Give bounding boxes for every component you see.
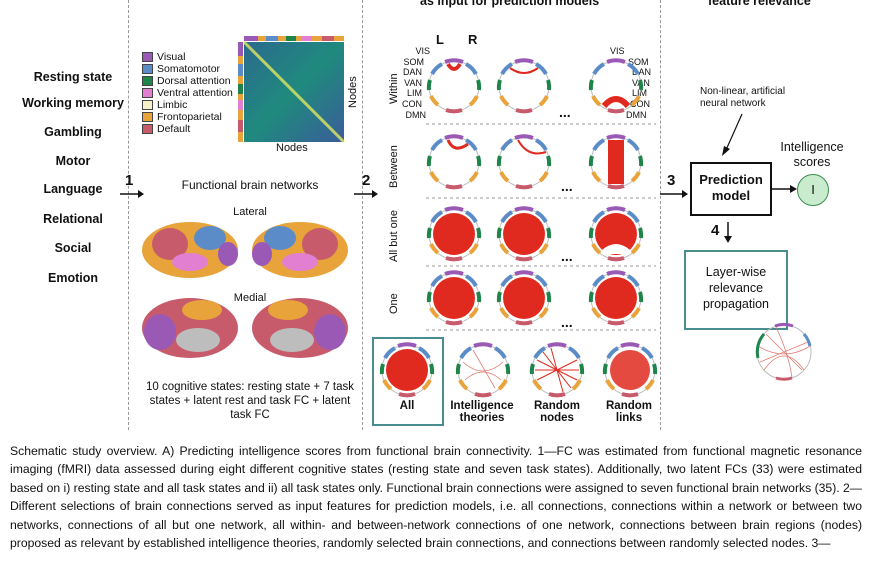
legend-dorsal-attention: Dorsal attention [142, 75, 231, 87]
right-hemisphere-label: R [468, 32, 478, 47]
step-3-label: 3 [667, 172, 676, 189]
bottom-selection-circles [379, 342, 658, 398]
step-1-label: 1 [125, 172, 134, 189]
brain-lateral-right [252, 222, 348, 278]
ellipsis-within: ... [559, 104, 571, 120]
row-label-one: One [388, 293, 400, 314]
swatch-icon [142, 76, 153, 86]
circle-allbutone-1 [426, 206, 482, 262]
circle-between-2 [496, 134, 552, 190]
legend-frontoparietal: Frontoparietal [142, 111, 222, 123]
circle-all [379, 342, 435, 398]
legend-ventral-attention: Ventral attention [142, 87, 233, 99]
circle-one-2 [496, 270, 552, 326]
ellipsis-one: ... [561, 314, 573, 330]
step-4-label: 4 [711, 222, 720, 239]
all-selection-box [372, 337, 444, 426]
step-4-arrow [724, 222, 732, 243]
lateral-label: Lateral [233, 206, 267, 218]
model-note-arrow [722, 113, 743, 156]
study-overview-figure: as input for prediction models feature r… [22, 0, 844, 430]
label-intelligence-theories: Intelligence theories [450, 400, 514, 424]
label-all: All [399, 400, 415, 412]
state-emotion: Emotion [48, 271, 98, 285]
circle-within-1 [426, 58, 482, 114]
divider-2 [362, 0, 363, 430]
divider-1 [128, 0, 129, 430]
legend-visual: Visual [142, 51, 185, 63]
swatch-icon [142, 88, 153, 98]
state-social: Social [54, 241, 92, 255]
swatch-icon [142, 64, 153, 74]
swatch-icon [142, 100, 153, 110]
figure-caption: Schematic study overview. A) Predicting … [10, 444, 862, 551]
state-gambling: Gambling [44, 125, 102, 139]
circle-one-n [588, 270, 644, 326]
state-motor: Motor [55, 154, 91, 168]
state-language: Language [43, 182, 103, 196]
prediction-model-label: Prediction model [699, 172, 763, 203]
ellipsis-between: ... [561, 178, 573, 194]
state-resting: Resting state [33, 70, 113, 84]
legend-limbic: Limbic [142, 99, 187, 111]
states-note: 10 cognitive states: resting state + 7 t… [145, 381, 355, 421]
step-1-arrow [120, 190, 144, 198]
brain-surfaces [142, 222, 348, 358]
label-random-nodes: Random nodes [534, 400, 580, 424]
circle-intelligence-theories [455, 342, 511, 398]
header-feature-relevance: feature relevance [708, 0, 811, 8]
circle-allbutone-n [588, 206, 644, 262]
brain-medial-right [252, 298, 348, 358]
circle-allbutone-2 [496, 206, 552, 262]
intelligence-scores-label: Intelligence scores [780, 140, 844, 169]
row-label-between: Between [388, 145, 400, 188]
ellipsis-allbutone: ... [561, 248, 573, 264]
step-2-arrow [354, 190, 378, 198]
matrix-y-label: Nodes [347, 76, 359, 108]
intelligence-score-node: I [797, 174, 829, 206]
brain-lateral-left [142, 222, 238, 278]
medial-label: Medial [233, 292, 267, 304]
state-relational: Relational [43, 212, 103, 226]
circle-one-1 [426, 270, 482, 326]
swatch-icon [142, 124, 153, 134]
circle-random-links [602, 342, 658, 398]
lrp-label: Layer-wise relevance propagation [702, 265, 770, 311]
functional-networks-title: Functional brain networks [181, 178, 319, 192]
model-note: Non-linear, artificial neural network [700, 86, 786, 109]
connectivity-matrix [238, 36, 346, 142]
circle-within-n [588, 58, 644, 114]
left-hemisphere-label: L [436, 32, 444, 47]
matrix-x-label: Nodes [276, 142, 308, 154]
legend-default: Default [142, 123, 190, 135]
swatch-icon [142, 112, 153, 122]
relevance-circle [755, 323, 812, 381]
brain-medial-left [142, 298, 238, 358]
model-to-score-arrow [770, 185, 797, 193]
lrp-box: Layer-wise relevance propagation [684, 250, 788, 330]
divider-3 [660, 0, 661, 430]
row-label-all-but-one: All but one [388, 210, 400, 262]
header-input-selection: as input for prediction models [420, 0, 600, 8]
state-working-memory: Working memory [22, 96, 124, 110]
step-3-arrow [660, 190, 688, 198]
circle-labels-left: VIS SOM DAN VAN LIM CON DMN [402, 46, 430, 120]
circle-random-nodes [529, 342, 585, 398]
step-2-label: 2 [362, 172, 371, 189]
swatch-icon [142, 52, 153, 62]
prediction-model-box: Prediction model [690, 162, 772, 216]
label-random-links: Random links [606, 400, 652, 424]
circle-within-2 [496, 58, 552, 114]
circle-between-n [588, 134, 644, 190]
circle-between-1 [426, 134, 482, 190]
connection-circles-grid [426, 58, 656, 331]
row-label-within: Within [388, 73, 400, 104]
legend-somatomotor: Somatomotor [142, 63, 220, 75]
